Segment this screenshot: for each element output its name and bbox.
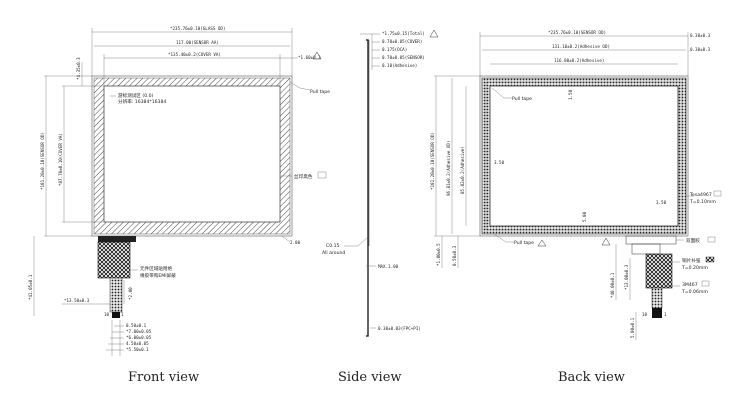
back-fpc-stiffener (645, 253, 673, 289)
front-dim-sensor-aa: 117.00(SENSOR AA) (176, 40, 219, 45)
side-max-dim: MAX.1.00 (378, 264, 399, 269)
back-pull-warning (537, 239, 547, 247)
back-tail-pin: 1 (664, 312, 667, 317)
back-tail-dim-1: *40.00±0.1 (610, 272, 615, 298)
back-fpc-flex (631, 243, 661, 255)
front-tail-dim-5: 4.50±0.05 (126, 341, 149, 346)
front-tail-dim-1: *13.50±0.3 (64, 298, 90, 303)
back-double-tape-label: 双面胶 (686, 237, 700, 244)
back-3m-swatch (701, 280, 710, 287)
front-test-area-label: 游标测试区 (0.0) (118, 92, 154, 99)
side-all-around: All around (322, 250, 345, 256)
back-dim-right-1: 0.30±0.3 (690, 33, 711, 38)
front-tail-dim-stack: 0.50±0.1 *7.00±0.05 *6.00±0.05 4.50±0.05… (106, 320, 152, 356)
front-tail-note-2: 缘胶带和EMI屏蔽 (140, 272, 176, 279)
back-tape-swatch (713, 190, 722, 197)
front-resolution-label: 分辨率: 16384*16384 (118, 98, 166, 105)
front-warning-triangle (312, 51, 322, 60)
side-chamfer: C0.15 (326, 243, 340, 249)
back-fpc-bond (625, 235, 677, 245)
front-fpc-bond (98, 236, 136, 242)
back-mark-right: 3.50 (656, 200, 667, 205)
back-dim-sensor-od: *235.76±0.10(SENSOR OD) (548, 30, 606, 35)
front-fpc-stiffener (97, 241, 131, 279)
back-foam-swatch (705, 256, 715, 263)
front-tail-note-1: 元件区域贴附绝 (140, 265, 173, 272)
front-tail-dim-4: *6.00±0.05 (126, 335, 152, 340)
front-dim-sensor-od: *101.20±0.10(SENSOR OD) (40, 132, 45, 190)
back-view: *235.76±0.10(SENSOR OD) 131.10±0.2(Adhes… (430, 30, 722, 385)
front-fpc-tail (109, 277, 123, 313)
front-view-caption: Front view (128, 370, 199, 385)
front-dim-cover-va-h: *87.78±0.10(COVER VA) (58, 133, 63, 186)
back-dim-adhesive-od: 131.10±0.2(Adhesive OD) (552, 44, 610, 49)
back-mark-left: 3.50 (494, 160, 505, 165)
side-view-caption: Side view (338, 370, 402, 385)
back-3m-thickness: T=0.06mm (681, 289, 708, 295)
back-tape-label: Tesa4967 (689, 192, 712, 198)
back-fpc-tail (651, 287, 663, 309)
front-glass-outline (91, 75, 293, 237)
front-fpc-contacts (112, 312, 120, 318)
front-dim-tail-length: *41.05±0.1 (28, 274, 33, 300)
front-tail-dim-3: *7.00±0.05 (126, 329, 152, 334)
back-bottom-warning (601, 237, 611, 246)
back-dim-adhesive-od-h: 96.81±0.2(Adhesive OD) (446, 141, 451, 196)
front-dim-offset: *1.60±0.3 (298, 55, 321, 60)
side-dim-sensor: 0.70±0.05(SENSOR) (382, 55, 425, 60)
back-3m-label: 3M467 (682, 282, 698, 288)
front-corner-dim: 2.00 (290, 240, 301, 245)
back-dim-adhesive: 116.80±0.2(Adhesive) (554, 58, 604, 63)
side-dim-oca: 0.175(OCA) (382, 47, 407, 52)
back-dim-adhesive-h: 85.02±0.2(Adhesive) (460, 146, 465, 194)
back-pull-tape-top: Pull tape (512, 96, 532, 102)
back-tape-thickness: T=0.10mm (689, 199, 716, 205)
back-fpc-contacts (652, 308, 662, 318)
front-pull-tape-label: Pull tape (310, 89, 330, 95)
front-tail-dim-2: 0.50±0.1 (126, 323, 147, 328)
front-tail-dim-6: *5.50±0.1 (126, 347, 149, 352)
front-tail-pin: 1 (121, 312, 124, 317)
front-dim-cover-va: *135.40±0.2(COVER VA) (168, 52, 221, 57)
back-double-tape-swatch (707, 236, 716, 243)
front-dim-glass-od: *235.76±0.10(GLASS OD) (170, 26, 225, 31)
back-active-area (489, 85, 679, 227)
front-print-color-label: 丝印黑色 (294, 173, 313, 180)
front-print-color-swatch (317, 171, 327, 179)
back-pull-tape-bottom: Pull tape (514, 240, 534, 246)
back-dim-right-2: 0.30±0.3 (690, 47, 711, 52)
back-dim-lower-2: 0.50±0.3 (452, 245, 457, 266)
side-dim-total: *1.75±0.15(Total) (382, 31, 425, 36)
back-dim-sensor-od-h: *101.20±0.10(SENSOR OD) (430, 132, 435, 190)
back-mark-bottom: 5.00 (582, 211, 587, 222)
side-view: *1.75±0.15(Total) 0.70±0.05(COVER) 0.175… (322, 29, 439, 385)
back-foam-thickness: T=0.20mm (681, 265, 708, 271)
back-dim-lower-1: *1.00±0.5 (436, 243, 441, 266)
side-dim-adhesive: 0.10(Adhesive) (382, 63, 417, 68)
front-view: *235.76±0.10(GLASS OD) 117.00(SENSOR AA)… (28, 26, 330, 385)
back-view-caption: Back view (558, 370, 625, 385)
side-bottom-dim: 0.30±0.03(FPC+PI) (378, 326, 421, 331)
back-foam-label: 铜片补强 (682, 257, 701, 264)
front-dim-top-margin: *4.35±0.3 (76, 57, 81, 80)
back-sensor-outline (479, 75, 689, 237)
front-viewing-area (103, 85, 281, 223)
front-tail-dim-7: *2.00 (128, 287, 133, 300)
side-profile (366, 39, 369, 337)
back-tail-dim-2: *13.00±0.3 (624, 264, 629, 290)
front-tail-number: 10 (104, 312, 110, 317)
back-mark-top: 1.50 (568, 89, 573, 100)
back-tail-dim-3: 5.00±0.1 (630, 317, 635, 338)
side-dim-cover: 0.70±0.05(COVER) (382, 39, 422, 44)
back-tail-number: 10 (642, 312, 648, 317)
side-warning-triangle (429, 29, 439, 38)
